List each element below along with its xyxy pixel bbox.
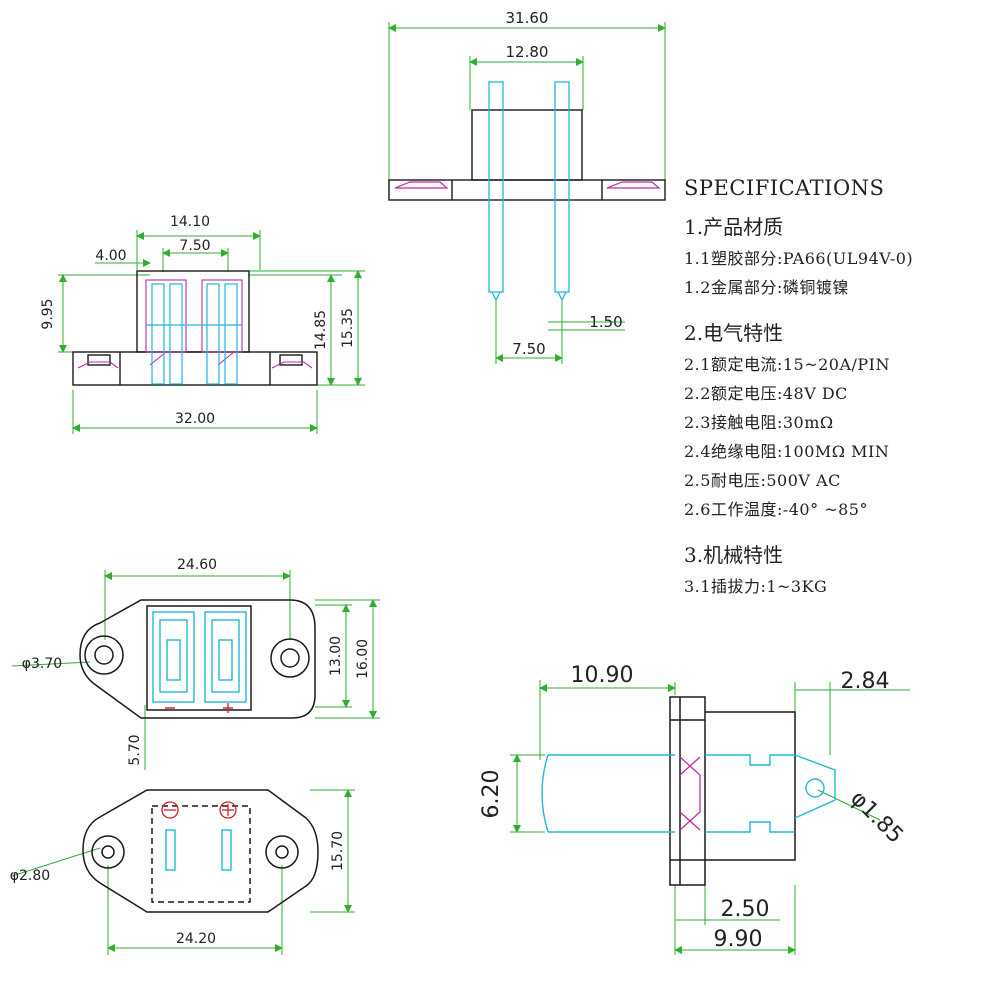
- dim-face-width: 24.60: [177, 557, 217, 573]
- dim-front-width: 14.10: [170, 214, 210, 230]
- side-view: 10.90 2.84 6.20 φ1.85 2.50 9.90: [479, 663, 910, 955]
- face-view: 24.60 φ3.70 13.00 16.00 5.70: [11, 557, 380, 770]
- spec-item-withstand-voltage: 2.5耐电压:500V AC: [684, 471, 841, 490]
- spec-section-electrical: 2.电气特性: [684, 321, 784, 345]
- spec-item-metal: 1.2金属部分:磷铜镀镍: [684, 278, 849, 297]
- dim-face-height-a: 13.00: [328, 636, 344, 676]
- dim-front-height-c: 15.35: [340, 308, 356, 348]
- dim-front-base-width: 32.00: [175, 411, 215, 427]
- dim-top-overall-width: 31.60: [506, 9, 549, 27]
- dim-front-height-a: 9.95: [40, 298, 56, 329]
- dim-face-height-b: 16.00: [355, 639, 371, 679]
- dim-side-hole: φ1.85: [845, 786, 908, 849]
- spec-item-insulation-resistance: 2.4绝缘电阻:100MΩ MIN: [684, 442, 890, 461]
- spec-item-rated-current: 2.1额定电流:15~20A/PIN: [684, 355, 890, 374]
- dim-front-pitch: 7.50: [179, 238, 210, 254]
- dim-side-diameter: 6.20: [479, 770, 504, 819]
- spec-section-mechanical: 3.机械特性: [684, 543, 784, 567]
- specifications-title: SPECIFICATIONS: [684, 176, 885, 200]
- bottom-view: φ2.80 15.70 24.20: [10, 789, 355, 955]
- dim-side-length: 10.90: [571, 663, 634, 688]
- dim-face-offset: 5.70: [127, 734, 143, 765]
- spec-section-material: 1.产品材质: [684, 215, 784, 239]
- dim-bottom-width: 24.20: [176, 931, 216, 947]
- specifications-panel: SPECIFICATIONS 1.产品材质 1.1塑胶部分:PA66(UL94V…: [684, 172, 994, 601]
- dim-bottom-height: 15.70: [330, 831, 346, 871]
- front-view: 14.10 7.50 4.00 9.95 14.85 15.35 32.00: [40, 214, 365, 434]
- dim-top-pin-pitch: 7.50: [512, 340, 545, 358]
- dim-side-tab: 2.84: [841, 669, 890, 694]
- spec-item-rated-voltage: 2.2额定电压:48V DC: [684, 384, 848, 403]
- spec-item-contact-resistance: 2.3接触电阻:30mΩ: [684, 413, 834, 432]
- dim-top-inner-width: 12.80: [506, 43, 549, 61]
- dim-bottom-hole-dia: φ2.80: [10, 868, 50, 884]
- spec-item-operating-temperature: 2.6工作温度:-40° ~85°: [684, 500, 868, 519]
- spec-item-insertion-force: 3.1插拔力:1~3KG: [684, 577, 828, 596]
- dim-side-flange: 2.50: [721, 897, 770, 922]
- top-view: 31.60 12.80 7.50 1.50: [388, 9, 666, 364]
- dim-top-pin-width: 1.50: [589, 313, 622, 331]
- dim-face-hole-dia: φ3.70: [22, 656, 62, 672]
- dim-side-body: 9.90: [714, 927, 763, 952]
- dim-front-height-b: 14.85: [313, 310, 329, 350]
- dim-front-offset: 4.00: [95, 248, 126, 264]
- spec-item-plastic: 1.1塑胶部分:PA66(UL94V-0): [684, 249, 914, 268]
